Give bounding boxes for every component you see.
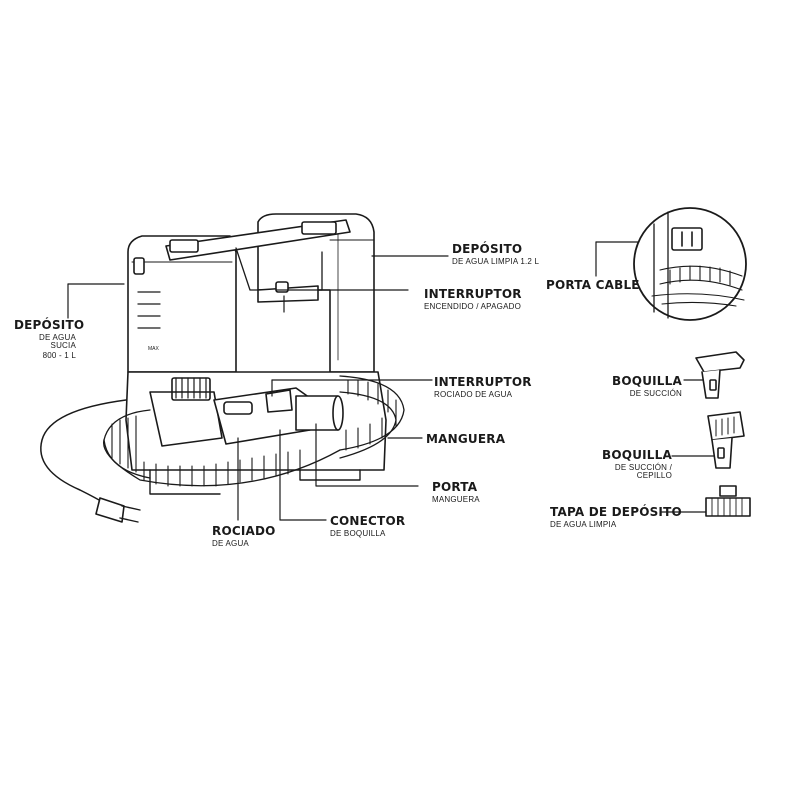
label-title: CONECTOR — [330, 514, 406, 528]
label-subtitle: DE SUCCIÓN / CEPILLO — [614, 463, 672, 480]
label-subtitle-2: 800 - 1 L — [42, 351, 76, 360]
label-title: PORTA CABLE — [546, 278, 640, 292]
label-boquilla-cepillo: BOQUILLA DE SUCCIÓN / CEPILLO — [580, 449, 672, 480]
label-interruptor-rociado: INTERRUPTOR ROCIADO DE AGUA — [434, 376, 532, 399]
porta-cable-zoom — [633, 207, 747, 321]
label-title: INTERRUPTOR — [434, 375, 532, 389]
label-title: DEPÓSITO — [452, 242, 523, 256]
label-subtitle: DE SUCCIÓN — [629, 389, 682, 398]
label-tapa-deposito: TAPA DE DEPÓSITO DE AGUA LIMPIA — [550, 506, 682, 529]
label-porta-manguera: PORTA MANGUERA — [432, 481, 480, 504]
boquilla-succion-illustration — [695, 351, 745, 399]
tapa-deposito-illustration — [705, 485, 751, 517]
label-manguera: MANGUERA — [426, 433, 505, 445]
leader-conector — [279, 429, 327, 521]
callout-lines — [67, 241, 715, 521]
label-rociado: ROCIADO DE AGUA — [212, 525, 276, 548]
label-title: TAPA DE DEPÓSITO — [550, 505, 682, 519]
label-subtitle: DE AGUA LIMPIA — [550, 520, 617, 529]
label-porta-cable: PORTA CABLE — [546, 279, 640, 291]
label-deposito-sucia: DEPÓSITO DE AGUA SUCIA 800 - 1 L — [14, 318, 85, 360]
leader-porta-manguera — [315, 423, 419, 487]
label-interruptor-encendido: INTERRUPTOR ENCENDIDO / APAGADO — [424, 288, 522, 311]
label-boquilla-succion: BOQUILLA DE SUCCIÓN — [576, 375, 682, 398]
label-subtitle: ROCIADO DE AGUA — [434, 390, 513, 399]
label-title: PORTA — [432, 480, 478, 494]
label-title: MANGUERA — [426, 432, 506, 446]
label-subtitle: ENCENDIDO / APAGADO — [424, 302, 522, 311]
svg-text:MAX: MAX — [148, 346, 160, 352]
label-subtitle: DE BOQUILLA — [330, 529, 386, 538]
boquilla-cepillo-illustration — [707, 411, 745, 469]
label-title: BOQUILLA — [602, 448, 672, 462]
label-title: DEPÓSITO — [14, 318, 85, 332]
label-subtitle: DE AGUA SUCIA — [39, 333, 76, 350]
label-subtitle: DE AGUA — [212, 539, 249, 548]
label-subtitle: DE AGUA LIMPIA 1.2 L — [452, 257, 540, 266]
label-title: BOQUILLA — [612, 374, 682, 388]
label-title: ROCIADO — [212, 524, 276, 538]
label-deposito-limpia: DEPÓSITO DE AGUA LIMPIA 1.2 L — [452, 243, 539, 266]
label-subtitle: MANGUERA — [432, 495, 480, 504]
label-title: INTERRUPTOR — [424, 287, 522, 301]
label-conector: CONECTOR DE BOQUILLA — [330, 515, 405, 538]
spot-cleaner-machine: MAX — [40, 213, 405, 523]
